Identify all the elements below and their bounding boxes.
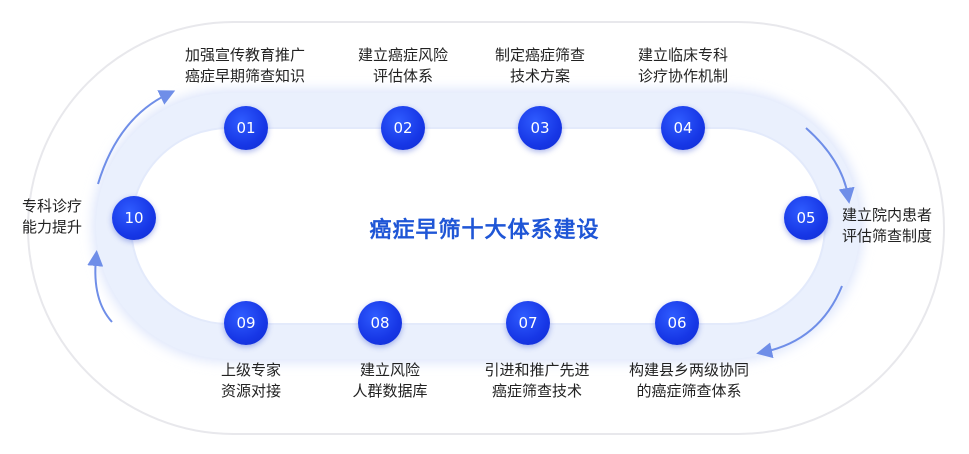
step-label-04-line1: 建立临床专科 [637,46,728,64]
step-node-02: 02 [381,106,425,150]
step-label-02-line2: 评估体系 [372,67,433,85]
arrow-05-to-06 [756,285,843,359]
step-label-06-line2: 的癌症筛查体系 [636,382,742,400]
step-node-03: 03 [518,106,562,150]
arrow-10-to-01 [97,90,176,185]
step-label-05-line1: 建立院内患者 [842,206,933,224]
step-label-06: 构建县乡两级协同 的癌症筛查体系 [606,360,772,402]
step-node-08: 08 [358,301,402,345]
step-label-01-line1: 加强宣传教育推广 [184,46,305,64]
step-label-05-line2: 评估筛查制度 [842,227,933,245]
step-label-06-line1: 构建县乡两级协同 [628,361,749,379]
step-node-06: 06 [655,301,699,345]
step-label-09-line2: 资源对接 [220,382,281,400]
step-label-09-line1: 上级专家 [220,361,281,379]
step-label-07: 引进和推广先进 癌症筛查技术 [462,360,612,402]
step-node-05: 05 [784,196,828,240]
step-label-04: 建立临床专科 诊疗协作机制 [613,45,753,87]
step-node-04: 04 [661,106,705,150]
step-label-10-line1: 专科诊疗 [22,197,83,215]
step-label-08-line2: 人群数据库 [352,382,428,400]
step-label-02: 建立癌症风险 评估体系 [333,45,473,87]
step-label-08: 建立风险 人群数据库 [325,360,455,402]
step-label-07-line1: 引进和推广先进 [484,361,590,379]
step-label-05: 建立院内患者 评估筛查制度 [842,205,966,247]
diagram-title: 癌症早筛十大体系建设 [369,218,600,243]
step-label-01-line2: 癌症早期筛查知识 [184,67,305,85]
step-label-02-line1: 建立癌症风险 [357,46,448,64]
step-label-03-line2: 技术方案 [509,67,570,85]
step-node-01: 01 [224,106,268,150]
step-label-07-line2: 癌症筛查技术 [491,382,582,400]
step-label-10-line2: 能力提升 [22,218,83,236]
outer-outline [27,21,945,435]
step-label-04-line2: 诊疗协作机制 [637,67,728,85]
step-label-09: 上级专家 资源对接 [196,360,306,402]
step-label-03-line1: 制定癌症筛查 [494,46,585,64]
step-label-03: 制定癌症筛查 技术方案 [470,45,610,87]
step-node-09: 09 [224,301,268,345]
step-label-10: 专科诊疗 能力提升 [22,196,102,238]
step-label-08-line1: 建立风险 [359,361,420,379]
step-node-10: 10 [112,196,156,240]
arrow-09-to-10 [87,250,113,323]
step-label-01: 加强宣传教育推广 癌症早期筛查知识 [166,45,324,87]
step-node-07: 07 [506,301,550,345]
arrow-04-to-05 [805,127,855,204]
